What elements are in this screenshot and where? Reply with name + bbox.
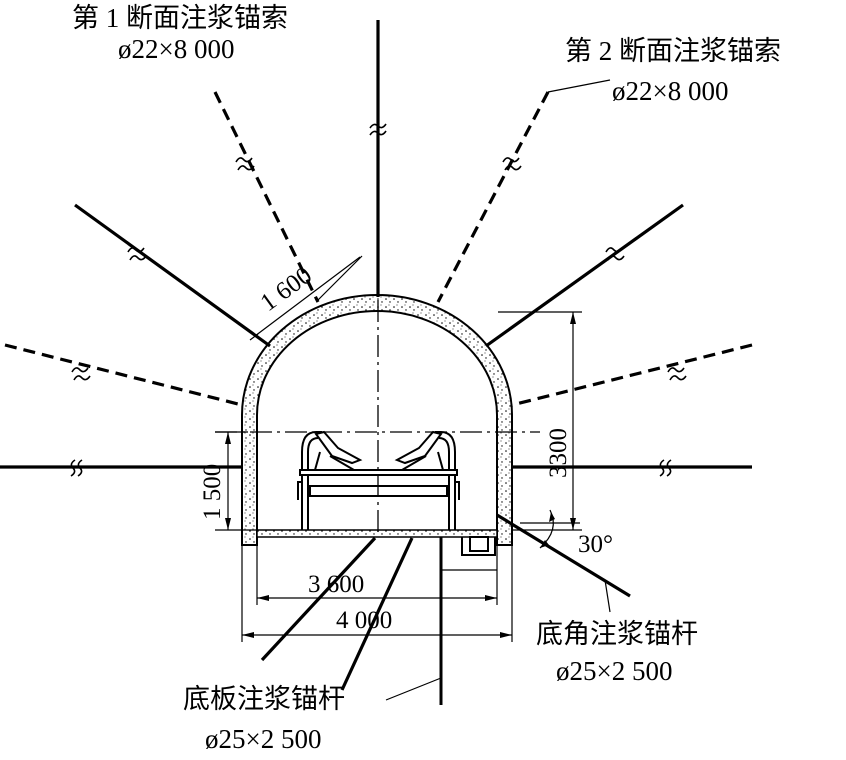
dim-3300: 3300 [545,428,572,478]
label-floor-bolt: 底板注浆锚杆 [183,684,345,714]
floor-slab [256,529,498,538]
floor-bolt-1 [260,536,377,662]
label-section2-cable: 第 2 断面注浆锚索 [565,36,781,66]
dim-4000: 4 000 [336,607,392,634]
leader-section2 [547,79,611,93]
belt-conveyor [297,430,460,530]
dim-angle: 30° [578,531,613,558]
label-corner-spec: ø25×2 500 [556,656,672,686]
drainage-ditch [439,536,497,705]
tunnel-lining [241,294,513,546]
dimension-arrows [225,312,576,638]
dim-3600: 3 600 [308,571,364,598]
label-section1-spec: ø22×8 000 [118,34,234,64]
dim-1500: 1 500 [199,464,226,520]
label-corner-bolt: 底角注浆锚杆 [536,619,698,649]
anchor-cables [0,20,753,469]
label-section2-spec: ø22×8 000 [612,76,728,106]
leader-floor [385,677,442,701]
label-floor-spec: ø25×2 500 [205,724,321,754]
floor-bolt-2 [340,537,414,691]
dim-1600: 1 600 [256,262,317,317]
corner-bolt [496,513,631,598]
label-section1-cable: 第 1 断面注浆锚索 [72,3,288,33]
dimension-lines [215,255,582,642]
leader-corner [604,579,611,613]
break-marks [70,123,687,477]
